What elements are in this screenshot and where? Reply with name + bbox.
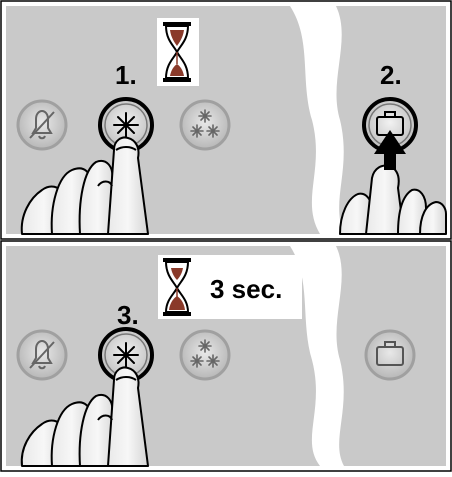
top-panel: 1. 2. xyxy=(1,1,451,239)
step-2-label: 2. xyxy=(380,60,402,90)
bottom-panel: 3 sec. 3. xyxy=(1,241,451,471)
holiday-button-bottom[interactable] xyxy=(366,331,414,379)
snowflake-icon-bottom xyxy=(114,343,138,367)
super-freeze-button-bottom[interactable] xyxy=(181,331,229,379)
duration-label: 3 sec. xyxy=(210,274,282,304)
step-3-label: 3. xyxy=(117,300,139,330)
bell-off-button-bottom[interactable] xyxy=(18,331,66,379)
snowflake-icon xyxy=(114,113,138,137)
super-freeze-button[interactable] xyxy=(181,101,229,149)
hourglass-icon xyxy=(157,18,199,86)
step-1-label: 1. xyxy=(115,60,137,90)
bell-off-button[interactable] xyxy=(18,101,66,149)
